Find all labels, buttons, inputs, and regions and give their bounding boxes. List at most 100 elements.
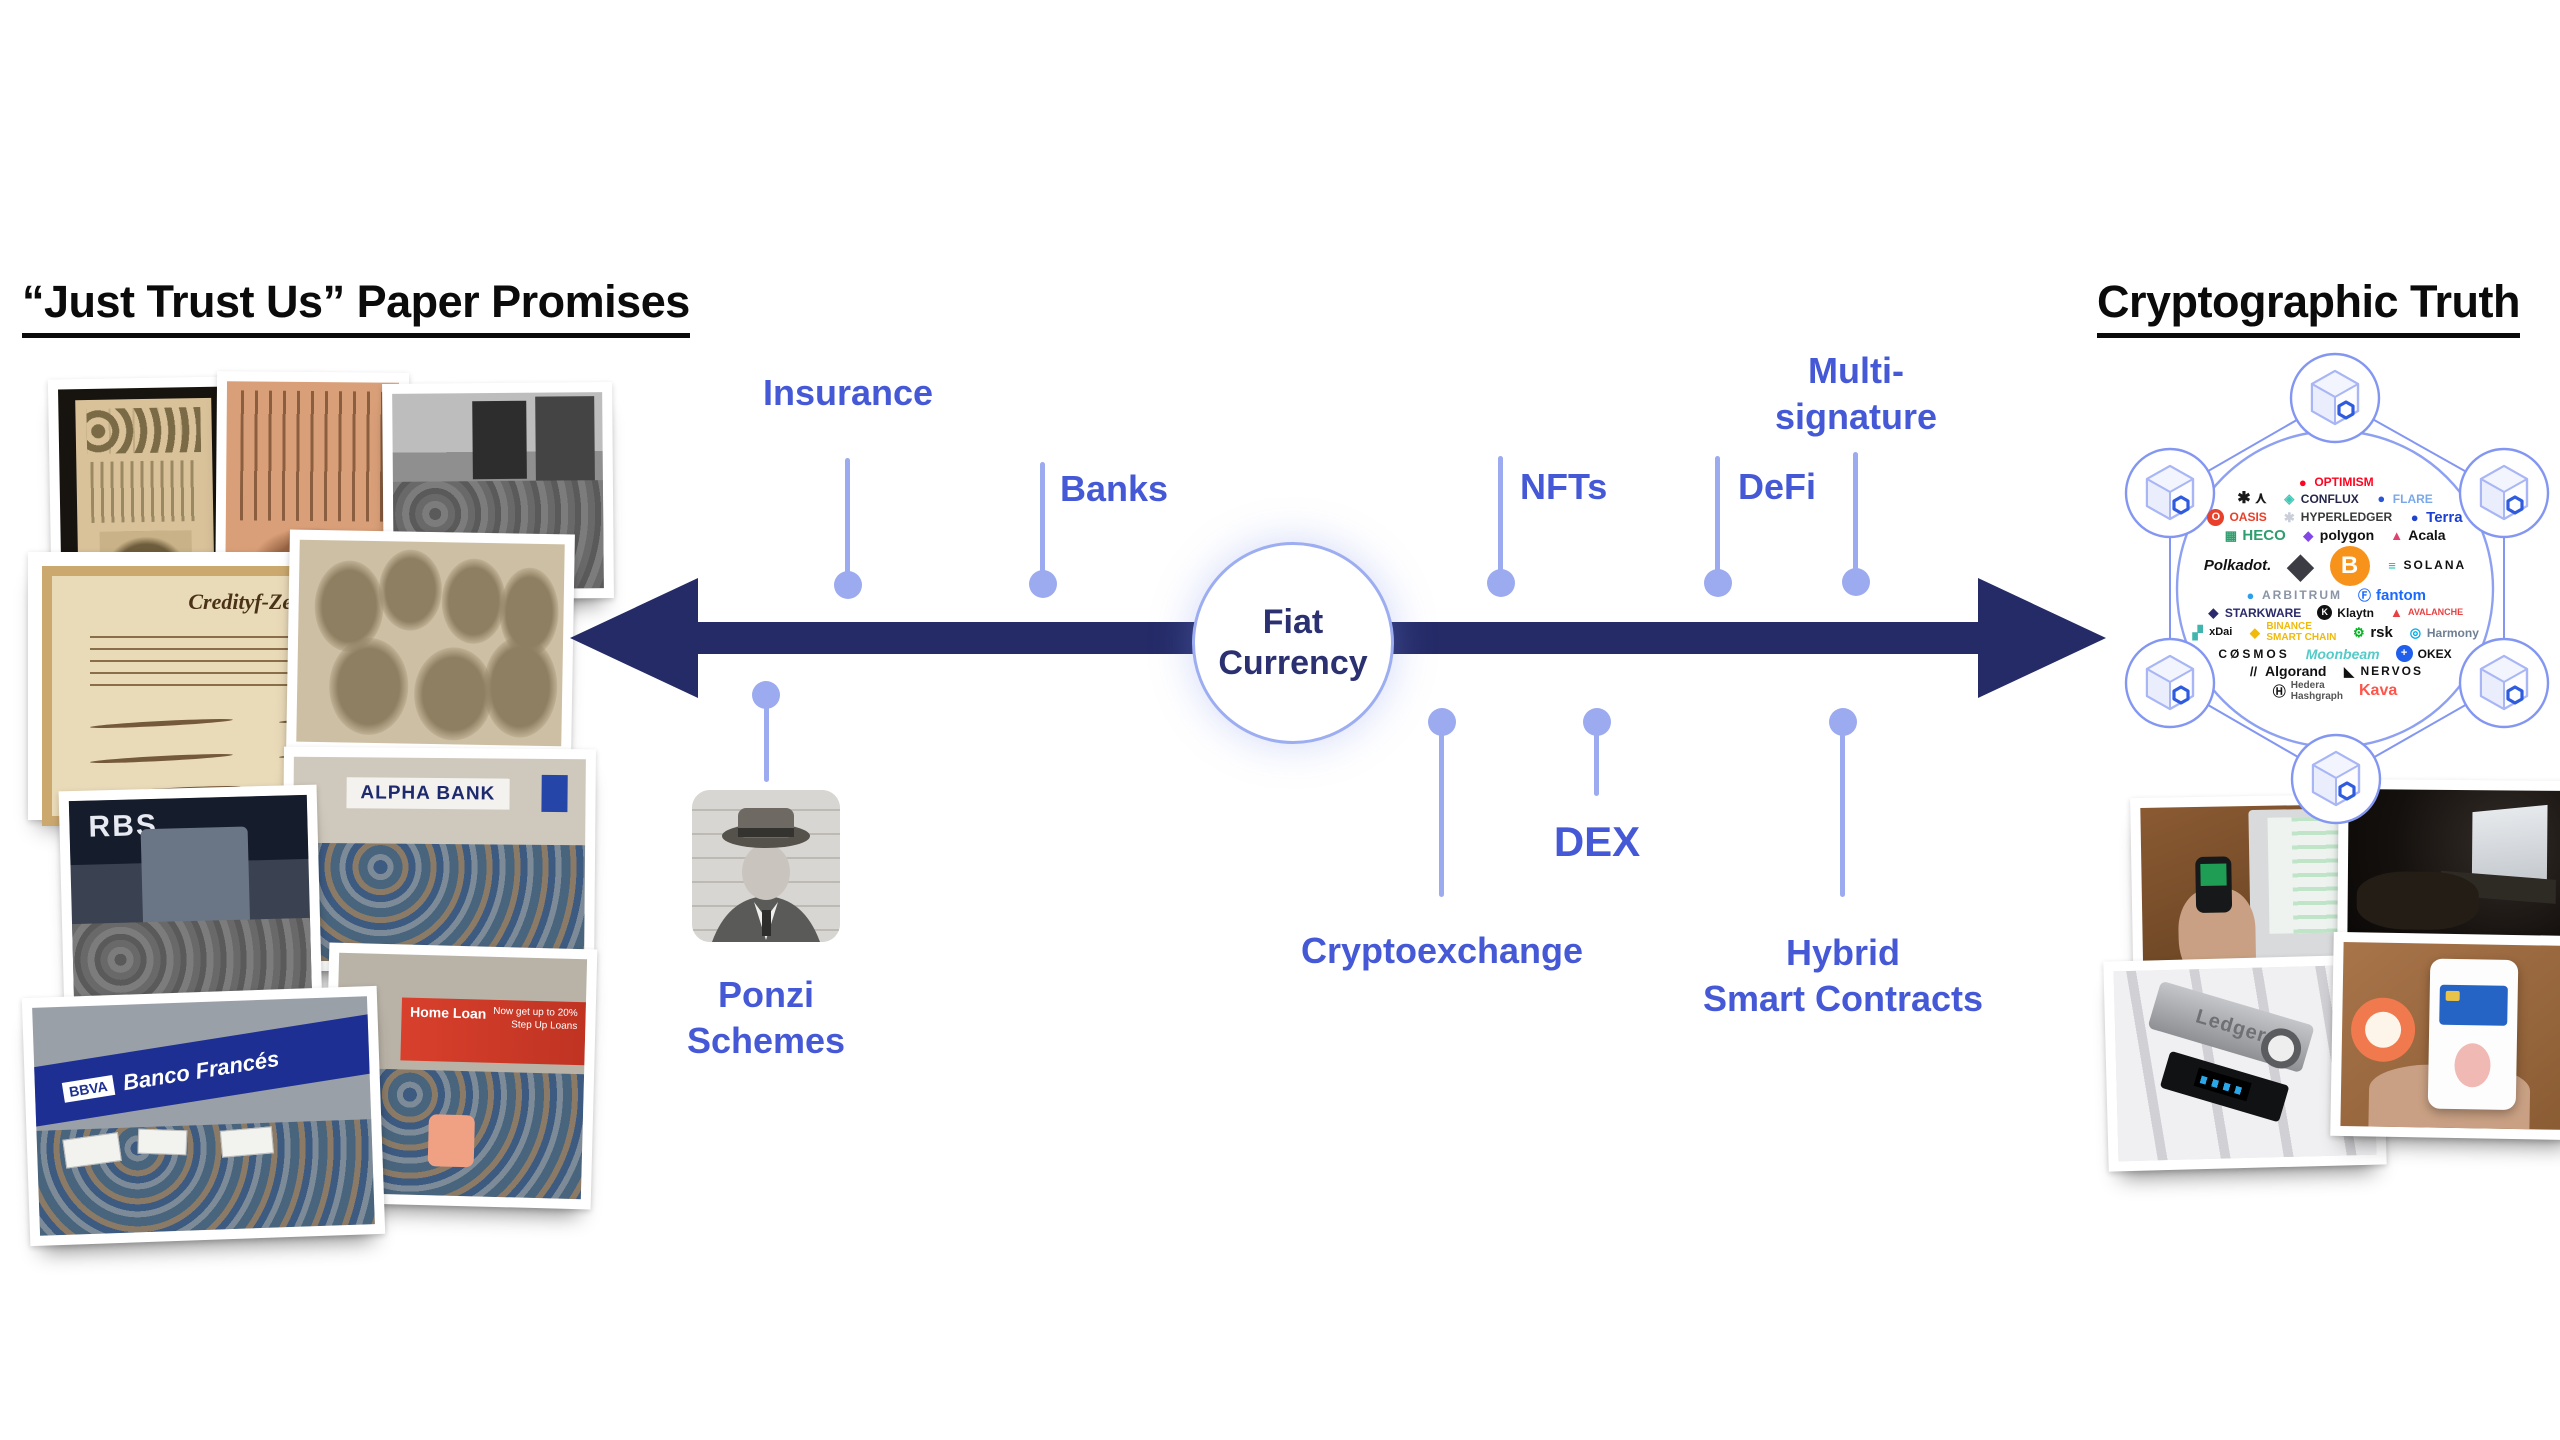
- hedera-hashgraph-icon: Ⓗ: [2272, 684, 2286, 700]
- loan-banner-sub-text: Step Up Loans: [511, 1019, 578, 1032]
- logo-cosmos: CØSMOS: [2218, 648, 2289, 661]
- peach-handbag: [427, 1114, 476, 1168]
- ponzi-label-line2: Schemes: [686, 1020, 846, 1061]
- defi-label: DeFi: [1738, 466, 1817, 507]
- logo-starkware: ◆ STARKWARE: [2207, 606, 2301, 619]
- hyperledger-label: HYPERLEDGER: [2300, 510, 2393, 525]
- signature: [89, 717, 233, 730]
- multisignature-label-line1: Multi-: [1808, 350, 1904, 391]
- insurance-pin-stem: [845, 458, 850, 576]
- nervos-icon: ◣: [2343, 664, 2354, 680]
- photo-alpha-bank-queue: ALPHA BANK: [282, 746, 596, 974]
- photo-mobile-payment-app: [2330, 931, 2560, 1141]
- okex-icon: +: [2395, 645, 2413, 663]
- okex-label: OKEX: [2417, 646, 2452, 661]
- solana-icon: ≡: [2388, 558, 2396, 574]
- face: [742, 844, 790, 900]
- logo-row: CØSMOS Moonbeam + OKEX: [2218, 645, 2452, 663]
- hedera-hashgraph-label: Hedera Hashgraph: [2290, 680, 2343, 702]
- polygon-label: polygon: [2319, 527, 2375, 544]
- protest-placard: [136, 1128, 187, 1155]
- nfts-label: NFTs: [1520, 466, 1608, 507]
- logo-row: //Algorand ◣ NERVOS: [2247, 664, 2423, 679]
- charles-ponzi-portrait: [692, 790, 840, 942]
- multisignature-label-line2: signature: [1774, 396, 1938, 437]
- logo-nervos: ◣ NERVOS: [2342, 665, 2422, 678]
- harmony-icon: ◎: [2409, 625, 2422, 641]
- terra-icon: ●: [2410, 509, 2419, 525]
- hub-label-line1: Fiat: [1262, 603, 1324, 641]
- xdai-label: xDai: [2209, 626, 2233, 639]
- binance-smart-chain-icon: ◆: [2249, 625, 2260, 641]
- logo-row: ▞xDai◆BINANCE SMART CHAIN⚙rsk◎Harmony: [2191, 622, 2479, 643]
- logo-heco: ▦HECO: [2224, 528, 2286, 544]
- ledger-brand-text: Ledger: [2193, 1005, 2270, 1048]
- logo-flare: ●FLARE: [2375, 491, 2433, 506]
- banco-frances-sign: Banco Francés: [120, 1045, 281, 1096]
- harmony-label: Harmony: [2426, 625, 2479, 640]
- banks-pin-dot: [1029, 570, 1057, 598]
- logo-algorand: //Algorand: [2247, 663, 2327, 680]
- arbitrum-icon: ●: [2246, 588, 2255, 604]
- ponzi-pin-stem: [764, 702, 769, 782]
- starkware-label: STARKWARE: [2224, 605, 2302, 620]
- tie: [762, 910, 771, 936]
- protest-placard: [220, 1126, 275, 1158]
- left-section-title: “Just Trust Us” Paper Promises: [22, 276, 690, 339]
- acala-icon: ▲: [2390, 528, 2404, 544]
- oasis-label: OASIS: [2229, 510, 2267, 525]
- coffee-cup: [2350, 997, 2416, 1063]
- binance-smart-chain-label: BINANCE SMART CHAIN: [2266, 621, 2337, 643]
- alpha-bank-logo: [541, 775, 569, 813]
- klaytn-label: Klaytn: [2337, 605, 2374, 620]
- unknown-marks-icon: ✱ ⋏: [2237, 489, 2267, 507]
- dex-pin-stem: [1594, 730, 1599, 796]
- multisignature-pin-dot: [1842, 568, 1870, 596]
- logo-bitcoin: B: [2329, 545, 2370, 586]
- logo-klaytn: K Klaytn: [2317, 605, 2374, 621]
- arbitrum-label: ARBITRUM: [2261, 588, 2342, 603]
- logo-row: ▦HECO◆polygon▲Acala: [2224, 527, 2446, 544]
- algorand-label: Algorand: [2265, 663, 2327, 680]
- photo-banco-frances-protest: BBVA Banco Francés: [21, 985, 386, 1247]
- bbva-logo: BBVA: [61, 1075, 115, 1103]
- nfts-pin-dot: [1487, 569, 1515, 597]
- logo-binance-smart-chain: ◆ BINANCE SMART CHAIN: [2248, 621, 2337, 643]
- heco-icon: ▦: [2224, 528, 2238, 544]
- logo-moonbeam: Moonbeam: [2306, 646, 2380, 662]
- hybrid-label: Hybrid Smart Contracts: [1663, 930, 2023, 1022]
- logo-polkadot: Polkadot.: [2204, 558, 2272, 574]
- flare-label: FLARE: [2392, 491, 2433, 506]
- logo-unknown-marks: ✱ ⋏: [2237, 489, 2267, 507]
- cryptoexchange-pin-stem: [1439, 730, 1444, 897]
- conflux-icon: ◈: [2284, 491, 2295, 507]
- klaytn-icon: K: [2317, 605, 2333, 621]
- cosmos-label: CØSMOS: [2218, 646, 2290, 661]
- nervos-label: NERVOS: [2360, 664, 2423, 679]
- solana-label: SOLANA: [2403, 558, 2467, 573]
- loan-banner: Home Loan Now get up to 20% Step Up Loan…: [400, 997, 586, 1065]
- right-section-title: Cryptographic Truth: [2096, 276, 2521, 339]
- fantom-label: fantom: [2376, 586, 2426, 604]
- starkware-icon: ◆: [2208, 605, 2219, 621]
- smartphone: [2428, 958, 2519, 1110]
- photo-laptop-in-dark: [2337, 778, 2560, 954]
- loan-banner-right-text: Now get up to 20%: [493, 1006, 578, 1020]
- logo-okex: + OKEX: [2395, 645, 2452, 663]
- defi-pin-dot: [1704, 569, 1732, 597]
- hyperledger-icon: ✱: [2283, 509, 2295, 525]
- xdai-icon: ▞: [2192, 625, 2203, 641]
- defi-pin-stem: [1715, 456, 1720, 572]
- kava-label: Kava: [2359, 682, 2398, 700]
- hybrid-label-line2: Smart Contracts: [1702, 978, 1984, 1019]
- fantom-icon: Ⓕ: [2357, 588, 2371, 604]
- logo-optimism: ●OPTIMISM: [2296, 476, 2374, 489]
- logo-row: Polkadot.◆B≡SOLANA: [2204, 545, 2467, 586]
